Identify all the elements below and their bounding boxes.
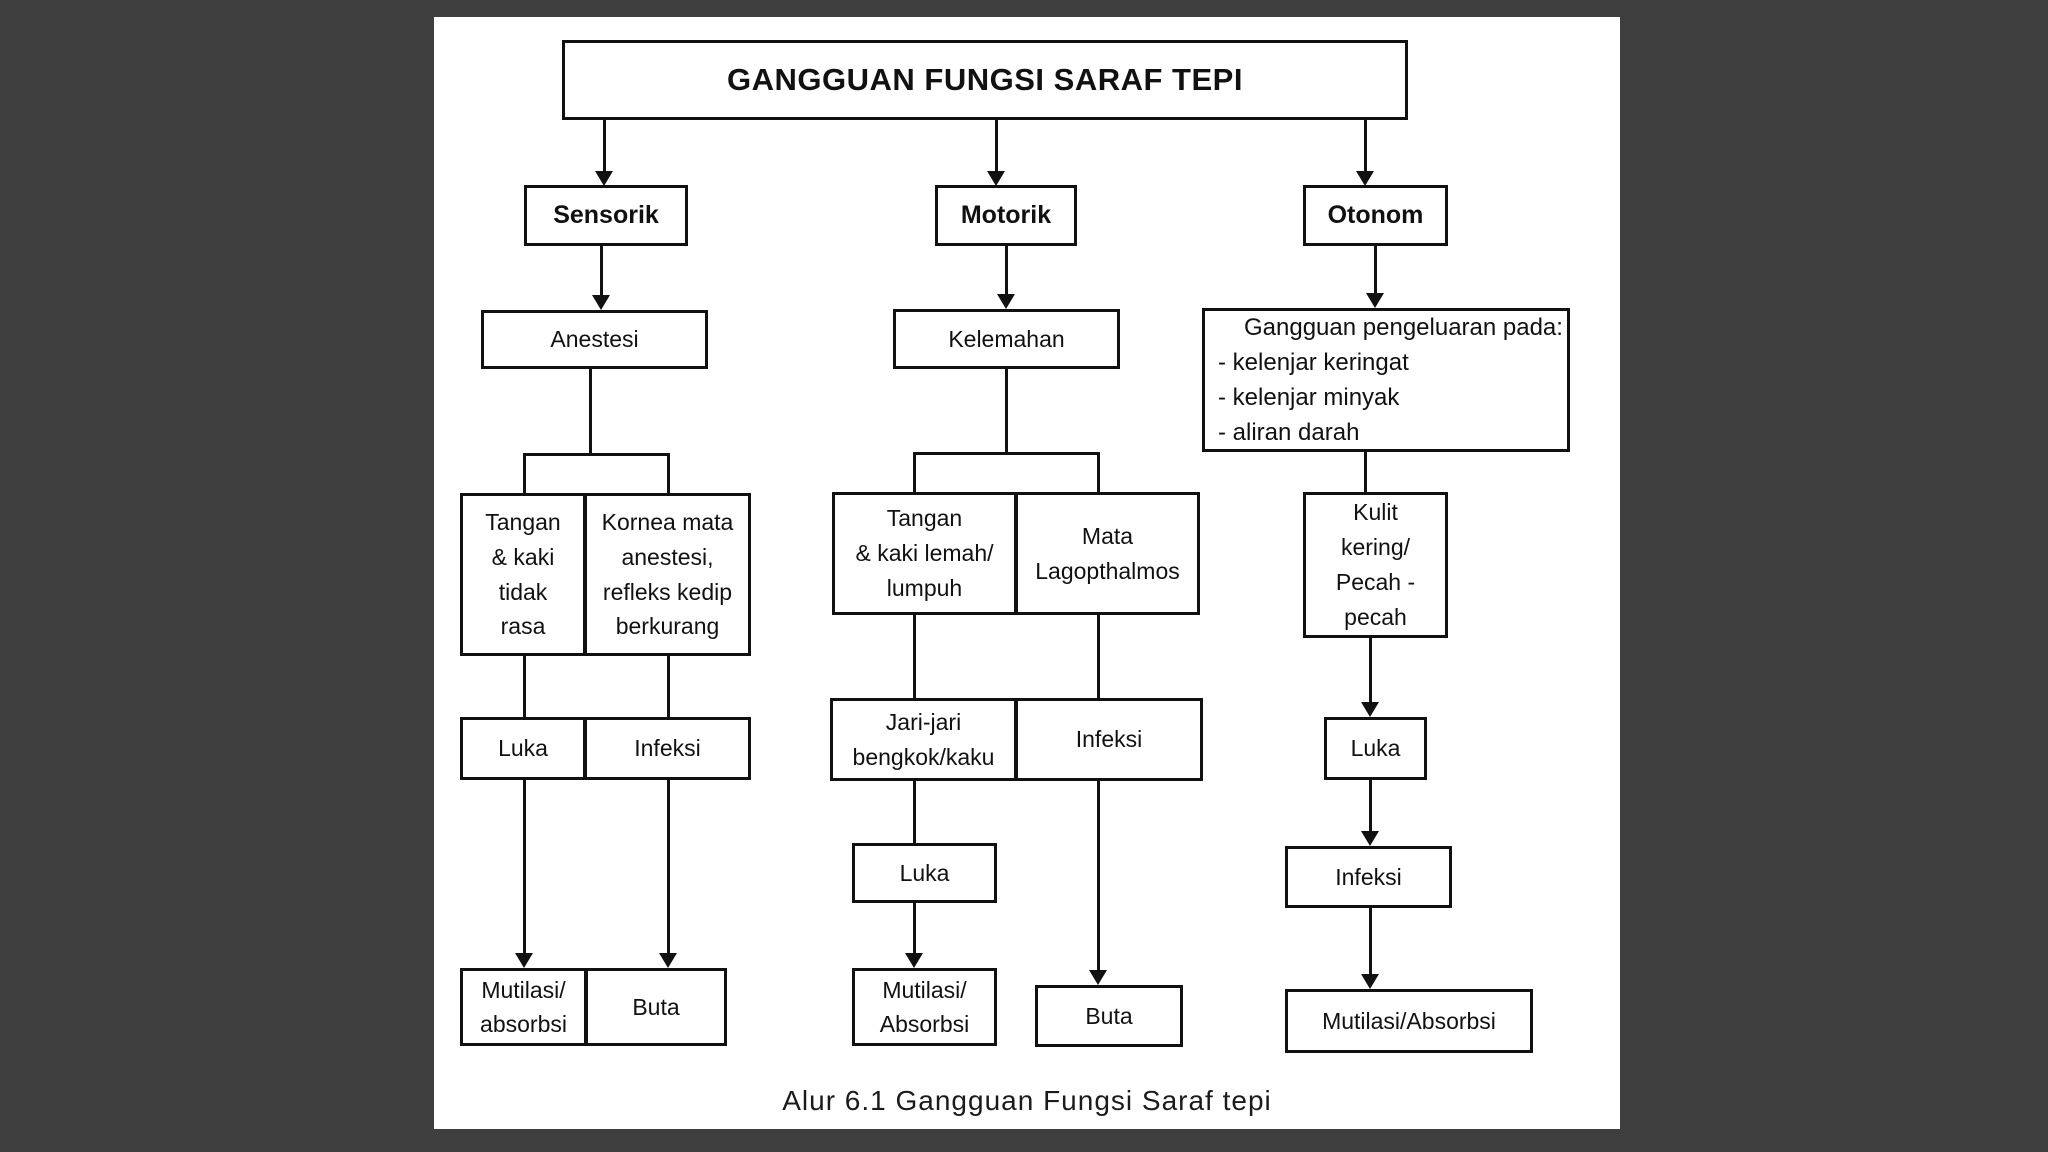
node-sensorik: Sensorik [524,185,688,246]
connector-luka-mutilasi [523,780,526,953]
node-anestesi: Anestesi [481,310,708,369]
arrowhead-luka-mutilasi-motorik [905,953,923,968]
node-buta-sensorik: Buta [585,968,727,1046]
node-kornea-mata: Kornea mata anestesi, refleks kedip berk… [584,493,751,656]
connector-drop-mata [1097,452,1100,492]
connector-title-otonom [1364,120,1367,172]
connector-luka-mutilasi-motorik [913,903,916,953]
connector-drop-tangan-lemah [913,452,916,492]
node-buta-motorik: Buta [1035,985,1183,1047]
node-mata-lagopthalmos: Mata Lagopthalmos [1015,492,1200,615]
node-motorik: Motorik [935,185,1077,246]
arrowhead-luka-infeksi-otonom [1361,831,1379,846]
connector-otonom-gangguan [1374,246,1377,294]
gangguan-item: - aliran darah [1218,419,1360,446]
arrowhead-title-motorik [987,171,1005,186]
node-tangan-kaki-tidak-rasa: Tangan & kaki tidak rasa [460,493,586,656]
connector-kelemahan-bar [913,452,1100,455]
arrowhead-luka-mutilasi [515,953,533,968]
gangguan-item: - kelenjar keringat [1218,349,1409,376]
arrowhead-motorik-kelemahan [997,294,1015,309]
connector-mata-infeksi [1097,615,1100,698]
arrowhead-infeksi-buta-motorik [1089,970,1107,985]
arrowhead-sensorik-anestesi [592,295,610,310]
node-luka-otonom: Luka [1324,717,1427,780]
connector-tangan-luka [523,656,526,717]
arrowhead-title-otonom [1356,171,1374,186]
node-title: GANGGUAN FUNGSI SARAF TEPI [562,40,1408,120]
node-mutilasi-sensorik: Mutilasi/ absorbsi [460,968,587,1046]
connector-gangguan-kulit [1364,452,1367,492]
arrowhead-otonom-gangguan [1366,293,1384,308]
connector-title-sensorik [603,120,606,172]
node-infeksi-otonom: Infeksi [1285,846,1452,908]
connector-tanganlemah-jari [913,615,916,698]
gangguan-heading: Gangguan pengeluaran pada: [1244,314,1563,341]
node-kelemahan: Kelemahan [893,309,1120,369]
node-mutilasi-otonom: Mutilasi/Absorbsi [1285,989,1533,1053]
connector-kornea-infeksi [667,656,670,717]
connector-motorik-kelemahan [1005,246,1008,295]
connector-infeksi-mutilasi-otonom [1369,908,1372,974]
node-kulit-kering: Kulit kering/ Pecah - pecah [1303,492,1448,638]
connector-drop-tangan [523,453,526,493]
connector-title-motorik [995,120,998,172]
connector-drop-kornea [667,453,670,493]
node-jari-jari: Jari-jari bengkok/kaku [830,698,1017,781]
connector-luka-infeksi-otonom [1369,780,1372,831]
connector-jari-luka [913,781,916,843]
arrowhead-kulit-luka [1361,702,1379,717]
node-tangan-kaki-lemah: Tangan & kaki lemah/ lumpuh [832,492,1017,615]
node-infeksi-sensorik: Infeksi [584,717,751,780]
node-mutilasi-motorik: Mutilasi/ Absorbsi [852,968,997,1046]
arrowhead-infeksi-buta [659,953,677,968]
connector-infeksi-buta [667,780,670,953]
arrowhead-infeksi-mutilasi-otonom [1361,974,1379,989]
connector-sensorik-anestesi [600,246,603,296]
connector-anestesi-bar [523,453,670,456]
connector-kelemahan-stem [1005,369,1008,452]
connector-anestesi-stem [589,369,592,453]
connector-infeksi-buta-motorik [1097,781,1100,970]
figure-caption: Alur 6.1 Gangguan Fungsi Saraf tepi [782,1085,1272,1116]
node-infeksi-motorik: Infeksi [1015,698,1203,781]
connector-kulit-luka [1369,638,1372,702]
node-otonom: Otonom [1303,185,1448,246]
node-luka-motorik: Luka [852,843,997,903]
node-luka-sensorik: Luka [460,717,586,780]
gangguan-item: - kelenjar minyak [1218,384,1400,411]
node-gangguan-pengeluaran: Gangguan pengeluaran pada: - kelenjar ke… [1202,308,1570,452]
arrowhead-title-sensorik [595,171,613,186]
